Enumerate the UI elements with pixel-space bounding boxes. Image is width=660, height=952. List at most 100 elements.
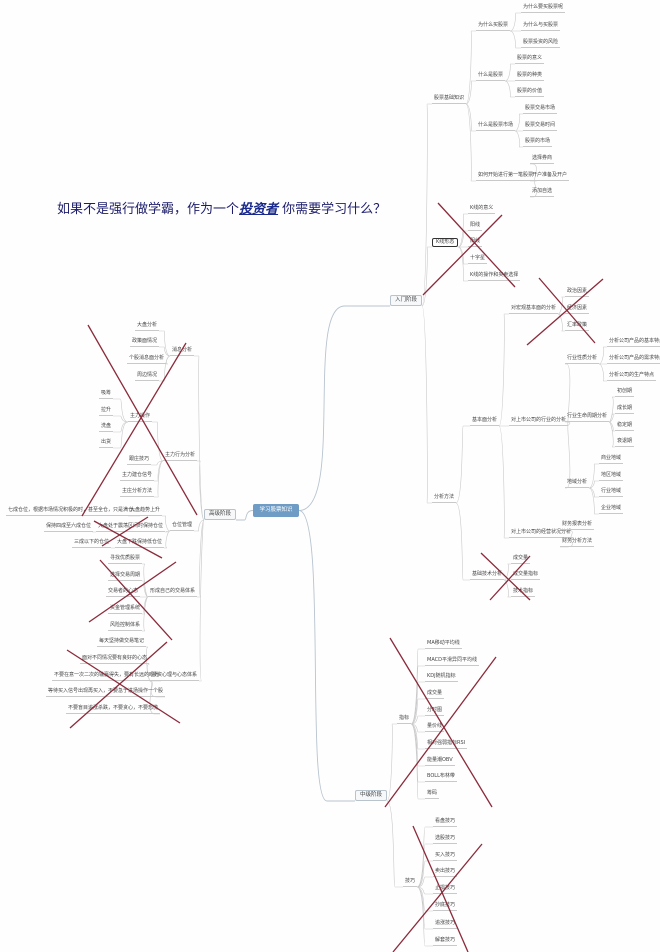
topic-node[interactable]: 分析方法 <box>432 494 457 503</box>
topic-node[interactable]: 对上市公司的行业的分析 <box>509 417 569 426</box>
topic-node[interactable]: 主庄分析方法 <box>120 488 155 497</box>
topic-node[interactable]: 抄底技巧 <box>433 902 458 911</box>
topic-node[interactable]: 分析公司的生产特点 <box>607 372 657 381</box>
topic-node[interactable]: 十字星 <box>468 255 488 264</box>
topic-node[interactable]: 初创期 <box>615 388 635 397</box>
topic-node[interactable]: KDJ随机指标 <box>425 673 458 682</box>
topic-node[interactable]: 能量潮OBV <box>425 757 455 766</box>
topic-node[interactable]: MACD平滑异同平均线 <box>425 657 479 666</box>
topic-node[interactable]: 消息分析 <box>170 347 195 356</box>
topic-node[interactable]: 股票的价值 <box>515 88 545 97</box>
topic-node[interactable]: 阴线 <box>468 238 483 247</box>
topic-node[interactable]: 洗盘 <box>99 423 114 432</box>
topic-node[interactable]: 大盘下跌保持低仓位 <box>115 539 165 548</box>
topic-node[interactable]: 技巧 <box>403 878 418 887</box>
topic-node[interactable]: 财务报表分析 <box>560 521 595 530</box>
topic-node[interactable]: 选择交易周期 <box>108 572 143 581</box>
topic-node[interactable]: 主力行为分析 <box>163 452 198 461</box>
topic-node[interactable]: 七成仓位，根据市场情况积极的时，甚至全仓，只是满仓。 <box>6 507 141 516</box>
topic-node[interactable]: 周边情况 <box>135 372 160 381</box>
topic-node[interactable]: K线的意义 <box>468 205 496 214</box>
topic-node[interactable]: 筹码 <box>425 790 440 799</box>
topic-node[interactable]: 分析公司产品的基本特点 <box>607 338 660 347</box>
topic-node[interactable]: 股票投资的风险 <box>521 39 561 48</box>
topic-node[interactable]: 形成自己的交易体系 <box>148 588 198 597</box>
topic-node[interactable]: 吸筹 <box>99 390 114 399</box>
topic-node[interactable]: 企业地域 <box>599 505 624 514</box>
topic-node[interactable]: 大盘处于震荡区间时保持仓位 <box>96 523 166 532</box>
topic-node[interactable]: 交易者的心态 <box>106 588 141 597</box>
topic-node[interactable]: 对上市公司的经营状况分析 <box>509 529 574 538</box>
topic-node[interactable]: 股票的市场 <box>523 138 553 147</box>
topic-node[interactable]: 选股技巧 <box>433 835 458 844</box>
topic-node[interactable]: BOLL布林带 <box>425 773 457 782</box>
topic-node[interactable]: 政治因素 <box>565 288 590 297</box>
topic-node[interactable]: 为什么买股票 <box>476 22 511 31</box>
topic-node[interactable]: 出货 <box>99 439 114 448</box>
topic-node[interactable]: 每天坚持做交易笔记 <box>97 638 147 647</box>
topic-node[interactable]: 成交量 <box>425 690 445 699</box>
topic-node[interactable]: 相对强弱指标RSI <box>425 740 468 749</box>
topic-node[interactable]: 股票交易市场 <box>523 105 558 114</box>
topic-node[interactable]: 跟庄技巧 <box>127 456 152 465</box>
topic-node[interactable]: 三成以下的仓位 <box>72 539 112 548</box>
topic-node[interactable]: 量价线 <box>425 723 445 732</box>
topic-node[interactable]: 地区地域 <box>599 472 624 481</box>
topic-node[interactable]: 股票基础知识 <box>432 95 467 104</box>
topic-node[interactable]: 不要盲目追涨杀跌，不要贪心，不要恐慌 <box>66 705 161 714</box>
topic-node[interactable]: 衰退期 <box>615 438 635 447</box>
topic-node[interactable]: 什么是股票市场 <box>476 122 516 131</box>
topic-node[interactable]: 仓位管理 <box>170 522 195 531</box>
topic-node[interactable]: 追涨技巧 <box>433 920 458 929</box>
topic-node[interactable]: 阳线 <box>468 222 483 231</box>
topic-node[interactable]: 经济因素 <box>565 305 590 314</box>
topic-node[interactable]: MA移动平均线 <box>425 640 462 649</box>
topic-node[interactable]: 股票的意义 <box>515 55 545 64</box>
topic-node[interactable]: 保持四成至六成仓位 <box>44 523 94 532</box>
topic-node[interactable]: 卖出技巧 <box>433 868 458 877</box>
topic-node[interactable]: 地域分析 <box>565 479 590 488</box>
topic-node[interactable]: 寻找优质股票 <box>108 555 143 564</box>
topic-node[interactable]: 开户准备及开户 <box>530 172 570 181</box>
topic-node[interactable]: K线形态 <box>432 238 459 247</box>
topic-node[interactable]: 止损技巧 <box>433 885 458 894</box>
topic-node[interactable]: 稳定期 <box>615 422 635 431</box>
topic-node[interactable]: 什么是股票 <box>476 72 506 81</box>
topic-node[interactable]: 成交量指标 <box>511 571 541 580</box>
stage-node[interactable]: 入门阶段 <box>390 295 423 306</box>
topic-node[interactable]: 主力建仓信号 <box>120 472 155 481</box>
topic-node[interactable]: 拉升 <box>99 407 114 416</box>
topic-node[interactable]: 风险控制体系 <box>108 622 143 631</box>
topic-node[interactable]: 资金管理系统 <box>108 605 143 614</box>
topic-node[interactable]: 技术指标 <box>511 588 536 597</box>
stage-node[interactable]: 中级阶段 <box>355 790 388 801</box>
topic-node[interactable]: 如何开始进行第一笔股票 <box>476 172 536 181</box>
root-node[interactable]: 学习股票知识 <box>253 504 299 517</box>
topic-node[interactable]: 分时图 <box>425 707 445 716</box>
topic-node[interactable]: 看盘技巧 <box>433 818 458 827</box>
stage-node[interactable]: 高级阶段 <box>204 509 237 520</box>
topic-node[interactable]: 基本面分析 <box>470 417 500 426</box>
topic-node[interactable]: 行业地域 <box>599 488 624 497</box>
topic-node[interactable]: 财务分析方法 <box>560 538 595 547</box>
topic-node[interactable]: 成交量 <box>511 555 531 564</box>
topic-node[interactable]: 股票的种类 <box>515 72 545 81</box>
topic-node[interactable]: 成长期 <box>615 405 635 414</box>
topic-node[interactable]: 为什么与买股票 <box>521 22 561 31</box>
topic-node[interactable]: 等待买入信号出现再买入，不要急于进场操作一个股 <box>46 688 166 697</box>
topic-node[interactable]: 汇率政策 <box>565 322 590 331</box>
topic-node[interactable]: 商业地域 <box>599 455 624 464</box>
topic-node[interactable]: 主力操作 <box>128 413 153 422</box>
topic-node[interactable]: 对宏观基本面的分析 <box>509 305 559 314</box>
topic-node[interactable]: 个股消息面分析 <box>127 355 167 364</box>
topic-node[interactable]: 解套技巧 <box>433 937 458 946</box>
topic-node[interactable]: 基础技术分析 <box>470 571 505 580</box>
topic-node[interactable]: 买入技巧 <box>433 852 458 861</box>
topic-node[interactable]: 指标 <box>397 715 412 724</box>
topic-node[interactable]: 添加自选 <box>530 188 555 197</box>
topic-node[interactable]: 选择券商 <box>530 155 555 164</box>
topic-node[interactable]: 面对不同情况要有良好的心态 <box>80 655 150 664</box>
topic-node[interactable]: 行业生命周期分析 <box>565 413 610 422</box>
topic-node[interactable]: 为什么要买股票呢 <box>521 4 566 13</box>
topic-node[interactable]: K线的操作和买卖选择 <box>468 272 521 281</box>
